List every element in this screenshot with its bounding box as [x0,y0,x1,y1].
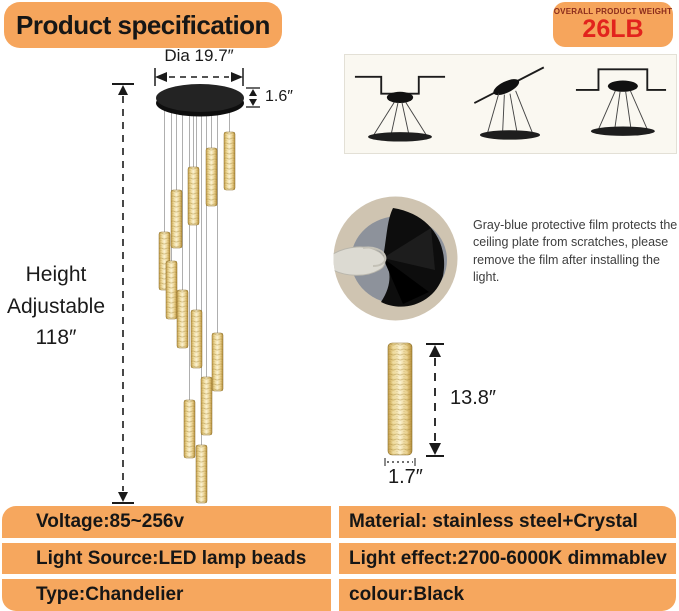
spec-colour: colour:Black [339,579,676,611]
ceiling-plate [156,84,244,117]
spec-material: Material: stainless steel+Crystal [339,506,676,538]
protective-film-image [333,196,458,321]
table-row: Light Source:LED lamp beads Light effect… [2,542,676,575]
height-label-line3: 118″ [35,326,77,349]
weight-badge-label: OVERALL PRODUCT WEIGHT [553,7,673,16]
spec-light-effect: Light effect:2700-6000K dimmablev [339,542,676,575]
spec-type: Type:Chandelier [2,579,331,611]
spec-table: Voltage:85~256v Material: stainless stee… [2,506,676,611]
page-title: Product specification [16,9,270,40]
height-dimension-line [112,83,134,504]
spec-voltage: Voltage:85~256v [2,506,331,538]
height-adjustable-label: Height Adjustable 118″ [0,259,112,354]
beam-box-ceiling-mount-icon [575,68,666,136]
page-title-box: Product specification [4,2,282,48]
flat-recessed-ceiling-mount-icon [355,75,446,142]
height-label-line1: Height [25,263,87,286]
diameter-dimension-line [154,68,244,86]
slanted-ceiling-mount-icon [474,66,545,140]
table-row: Type:Chandelier colour:Black [2,579,676,611]
height-label-line2: Adjustable [6,294,106,318]
plate-thickness-label: 1.6″ [265,88,293,105]
install-illustrations-panel [344,54,677,154]
pendant-diameter-dimension-line [384,458,416,466]
plate-thickness-dimension-line [246,87,260,108]
pendant-length-dimension-line [426,343,444,457]
film-note-text: Gray-blue protective film protects the c… [473,218,678,284]
pendant-diameter-label: 1.7″ [388,466,423,488]
pendant-length-label: 13.8″ [450,387,497,409]
spec-light-source: Light Source:LED lamp beads [2,542,331,575]
weight-badge: OVERALL PRODUCT WEIGHT 26LB [553,2,673,47]
table-row: Voltage:85~256v Material: stainless stee… [2,506,676,538]
diameter-label: Dia 19.7″ [164,46,234,65]
pendant-tube-detail [387,342,413,456]
pendant-tubes [158,131,236,504]
weight-badge-value: 26LB [582,15,644,43]
